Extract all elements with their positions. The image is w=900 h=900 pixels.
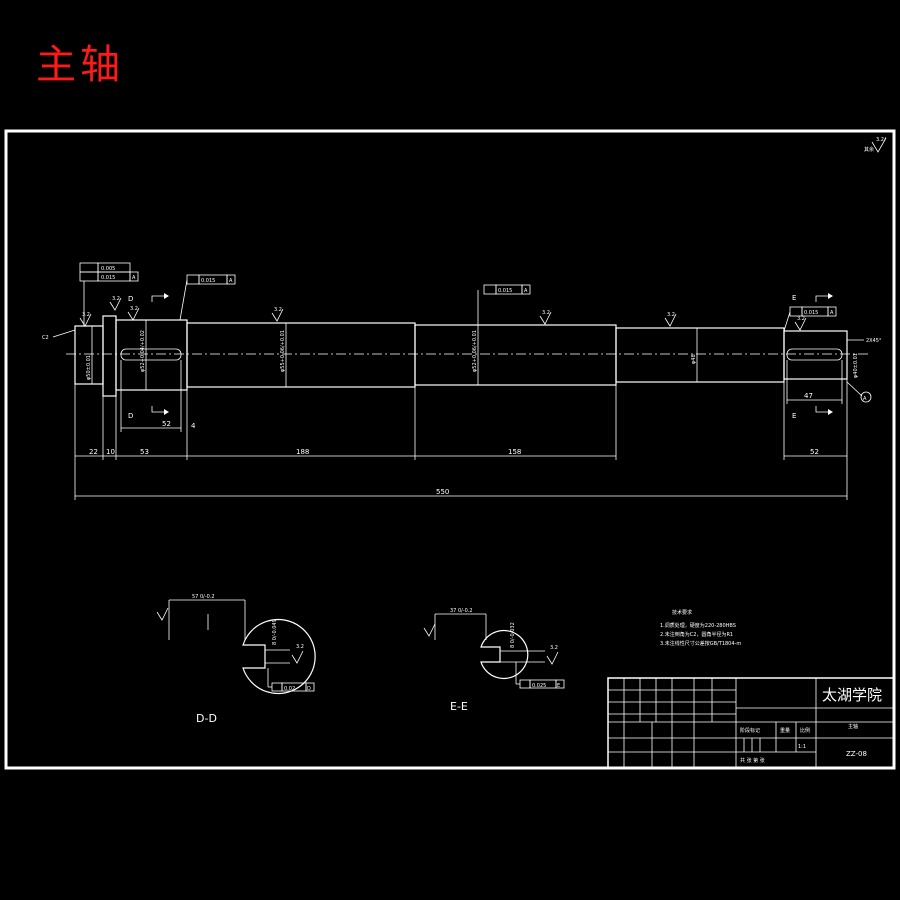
svg-text:A: A xyxy=(863,396,867,402)
tech-requirements: 技术要求 1.调质处理，硬度为220-280HBS 2.未注倒角为C2，圆角半径… xyxy=(660,609,741,647)
tech-heading: 技术要求 xyxy=(672,609,692,616)
svg-text:E: E xyxy=(792,412,796,420)
svg-text:0.025: 0.025 xyxy=(532,683,546,689)
gtol-left-stack: 0.005 0.015 A xyxy=(79,262,139,326)
svg-text:0.015: 0.015 xyxy=(201,278,215,284)
default-finish-symbol: 3.2/ 其余 xyxy=(864,137,887,153)
tech-item-1: 1.调质处理，硬度为220-280HBS xyxy=(660,622,736,629)
svg-text:E: E xyxy=(557,683,560,689)
chamfer-left: C2 xyxy=(42,335,49,341)
dimension-chain: 22 10 53 52 4 188 158 47 52 550 xyxy=(74,360,848,500)
svg-text:E: E xyxy=(792,294,796,302)
svg-text:0.02: 0.02 xyxy=(284,686,295,692)
dim-e: 188 xyxy=(296,448,309,456)
dd-key: 8 0/-0.049 xyxy=(272,619,278,645)
svg-text:0.015: 0.015 xyxy=(804,310,818,316)
section-marker-e: E E xyxy=(792,293,833,420)
ratio-label: 比例 xyxy=(800,727,810,734)
dd-width: 57 0/-0.2 xyxy=(192,594,215,600)
roughness-d: 3.2 xyxy=(274,307,282,313)
dim-h: 47 xyxy=(804,392,813,400)
section-ee-view: 37 0/-0.2 8 0/-0.032 3.2 0.025 E E-E xyxy=(423,608,565,713)
gtol-frame-4: 0.015 A xyxy=(783,306,837,332)
section-dd-view: 57 0/-0.2 8 0/-0.049 3.2 0.02 D D-D xyxy=(156,594,316,725)
svg-text:D: D xyxy=(307,686,311,692)
shaft-right-end xyxy=(783,330,848,380)
tech-item-3: 3.未注线性尺寸公差按GB/T1804-m xyxy=(660,640,741,647)
svg-text:0.005: 0.005 xyxy=(101,266,115,272)
shaft-key-journal xyxy=(115,319,188,391)
ee-width: 37 0/-0.2 xyxy=(450,608,473,614)
dim-f: 158 xyxy=(508,448,521,456)
roughness-e: 3.2 xyxy=(542,310,550,316)
svg-text:0.015: 0.015 xyxy=(101,275,115,281)
dim-c: 53 xyxy=(140,448,149,456)
drawing-number: ZZ-08 xyxy=(846,750,867,758)
svg-text:3.2: 3.2 xyxy=(296,644,304,650)
datum-a-marker: A xyxy=(846,381,872,403)
stage-label: 阶段标记 xyxy=(740,727,760,734)
school-name: 太湖学院 xyxy=(822,686,882,704)
dia-d2: φ52+0.04/+0.02 xyxy=(140,330,146,372)
svg-text:A: A xyxy=(830,310,834,316)
dia-d5: φ48 xyxy=(691,354,697,364)
roughness-c: 3.2 xyxy=(130,306,138,312)
scale-value: 1:1 xyxy=(798,744,806,750)
part-name: 主轴 xyxy=(848,723,858,730)
ee-key: 8 0/-0.032 xyxy=(510,622,516,648)
roughness-g: 3.2 xyxy=(797,316,805,322)
default-finish-value: 3.2/ xyxy=(876,137,886,143)
dim-i: 52 xyxy=(810,448,819,456)
ee-caption: E-E xyxy=(450,700,468,713)
dim-b: 10 xyxy=(106,448,115,456)
dim-d: 4 xyxy=(191,422,196,430)
dia-d6: φ40±0.01 xyxy=(853,353,859,378)
dia-d4: φ52+0.06/+0.01 xyxy=(472,330,478,372)
shaft-body-3 xyxy=(615,327,785,383)
roughness-f: 3.2 xyxy=(667,312,675,318)
sheet-text: 共 张 第 张 xyxy=(740,757,765,764)
shaft-body-2 xyxy=(414,324,617,386)
svg-text:3.2: 3.2 xyxy=(550,645,558,651)
dia-d3: φ55+0.06/+0.01 xyxy=(280,330,286,372)
drawing-border xyxy=(4,129,896,770)
shaft-main-view: φ50±0.01 φ52+0.04/+0.02 φ55+0.06/+0.01 φ… xyxy=(42,262,882,500)
svg-text:A: A xyxy=(132,275,136,281)
default-finish-note: 其余 xyxy=(864,146,874,153)
svg-text:D: D xyxy=(128,295,133,303)
svg-text:D: D xyxy=(128,412,133,420)
dd-caption: D-D xyxy=(196,712,217,725)
roughness-a: 3.2 xyxy=(82,312,90,318)
chamfer-right: 2X45° xyxy=(866,338,882,344)
svg-text:0.015: 0.015 xyxy=(498,288,512,294)
section-marker-d: D D xyxy=(128,293,169,420)
tech-item-2: 2.未注倒角为C2，圆角半径为R1 xyxy=(660,631,733,638)
dim-a: 22 xyxy=(89,448,98,456)
shaft-collar xyxy=(102,315,117,397)
gtol-frame-3: 0.015 A xyxy=(477,284,531,325)
svg-text:A: A xyxy=(524,288,528,294)
roughness-b: 3.2 xyxy=(112,296,120,302)
keyway-left xyxy=(120,348,182,361)
page-title: 主轴 xyxy=(36,42,124,88)
keyway-right xyxy=(786,348,843,361)
dim-total: 550 xyxy=(436,488,449,496)
weight-label: 重量 xyxy=(780,727,790,734)
gtol-frame-2: 0.015 A xyxy=(179,274,236,321)
shaft-body-1 xyxy=(186,322,416,388)
dia-d1: φ50±0.01 xyxy=(86,355,92,380)
svg-text:A: A xyxy=(229,278,233,284)
dim-g: 52 xyxy=(162,420,171,428)
title-block: 阶段标记 重量 比例 1:1 共 张 第 张 太湖学院 主轴 ZZ-08 xyxy=(607,677,895,769)
